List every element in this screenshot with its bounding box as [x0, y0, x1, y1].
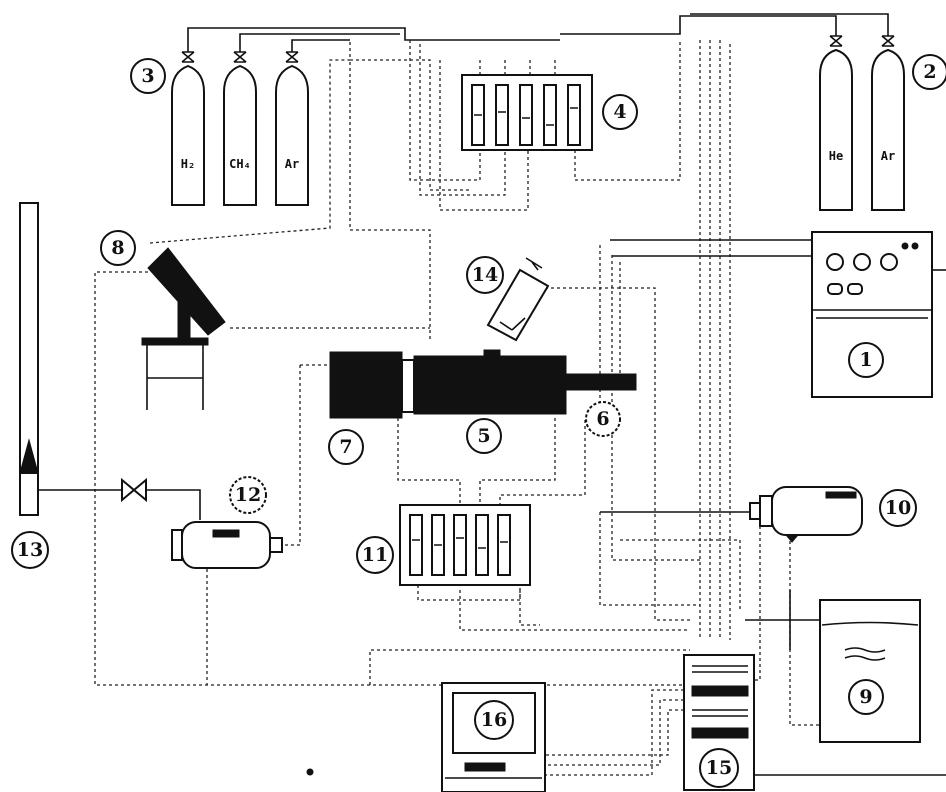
- svg-text:12: 12: [235, 484, 261, 506]
- callout-16: 16: [474, 700, 514, 740]
- svg-text:5: 5: [477, 425, 490, 447]
- callout-5: 5: [466, 418, 502, 454]
- cylinder-label: Ar: [881, 149, 895, 163]
- callout-9: 9: [848, 679, 884, 715]
- ar-cylinder: [871, 48, 905, 211]
- vacuum-pump-12: [146, 489, 283, 569]
- svg-text:11: 11: [362, 544, 388, 566]
- callout-8: 8: [100, 230, 136, 266]
- callout-10: 10: [879, 489, 917, 527]
- valve-icon: [181, 51, 299, 63]
- cylinder-label: H₂: [181, 157, 195, 171]
- svg-text:15: 15: [706, 757, 732, 779]
- callout-15: 15: [699, 748, 739, 788]
- ch4-cylinder: [223, 64, 257, 206]
- h2-cylinder: [171, 64, 205, 206]
- pyrometer-8: [141, 247, 226, 410]
- callout-14: 14: [466, 256, 504, 294]
- cylinder-label: He: [829, 149, 843, 163]
- callout-7: 7: [328, 429, 364, 465]
- gas-cylinders-group-3: H₂ CH₄ Ar: [171, 51, 309, 206]
- cylinder-label: Ar: [285, 157, 299, 171]
- callout-12: 12: [229, 476, 267, 514]
- valve-icon: [829, 35, 895, 47]
- callout-3: 3: [130, 58, 166, 94]
- flowmeter-panel-4: [461, 74, 593, 151]
- ar-cylinder: [275, 64, 309, 206]
- svg-text:4: 4: [613, 101, 626, 123]
- he-cylinder: [819, 48, 853, 211]
- callout-2: 2: [912, 54, 946, 90]
- pump-10: [749, 486, 863, 543]
- svg-text:6: 6: [596, 408, 609, 430]
- number-callouts: 1 2 3 4 5 6 7 8 9 10 11 12 13 14 15 16: [11, 54, 946, 788]
- svg-text:2: 2: [923, 61, 936, 83]
- svg-text:10: 10: [885, 497, 911, 519]
- water-tank-9: [819, 599, 921, 743]
- svg-text:16: 16: [481, 709, 507, 731]
- flowmeter-panel-11: [399, 504, 531, 586]
- svg-text:3: 3: [141, 65, 154, 87]
- svg-text:7: 7: [339, 436, 352, 458]
- callout-1: 1: [848, 342, 884, 378]
- gas-cylinders-group-2: He Ar: [819, 35, 905, 211]
- signal-wiring: [94, 59, 946, 776]
- svg-text:14: 14: [472, 264, 498, 286]
- svg-text:1: 1: [859, 349, 872, 371]
- svg-text:8: 8: [111, 237, 124, 259]
- valve-icon: [121, 477, 147, 503]
- svg-text:13: 13: [17, 539, 43, 561]
- callout-13: 13: [11, 531, 49, 569]
- callout-6: 6: [585, 401, 621, 437]
- cylinder-label: CH₄: [229, 157, 251, 171]
- camera-14: [486, 257, 550, 342]
- furnace-5: [329, 349, 637, 419]
- computer-16: [306, 682, 546, 792]
- callout-11: 11: [356, 536, 394, 574]
- svg-text:9: 9: [859, 686, 872, 708]
- callout-4: 4: [602, 94, 638, 130]
- exhaust-column-13: [19, 202, 122, 516]
